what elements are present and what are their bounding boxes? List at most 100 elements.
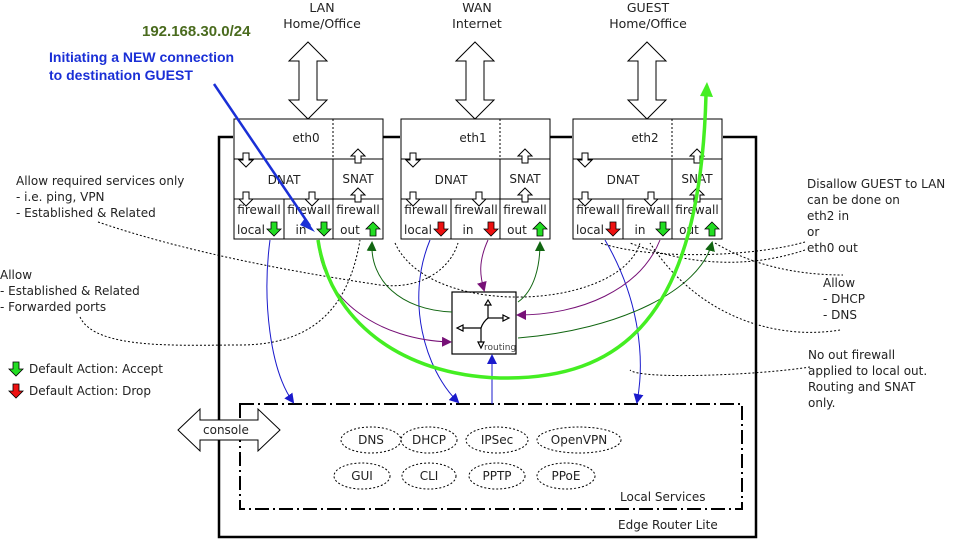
service-ppoe: PPoE: [536, 462, 596, 490]
accept-arrow-icon: [655, 221, 671, 237]
snat-label: SNAT: [509, 172, 541, 186]
annotation-line-1: Initiating a NEW connection: [49, 49, 234, 65]
flow-up-icon: [516, 187, 534, 203]
firewall-out[interactable]: firewall out: [336, 203, 381, 237]
zone-sub: Internet: [452, 16, 502, 31]
drop-arrow-icon: [433, 221, 449, 237]
flow-wan-in: [476, 239, 489, 292]
flow-out-lan: [366, 241, 453, 313]
accept-arrow-icon: [704, 221, 720, 237]
drop-arrow-icon: [483, 221, 499, 237]
note-left-top: Allow required services only - i.e. ping,…: [16, 174, 184, 220]
service-pptp: PPTP: [468, 462, 526, 490]
firewall-label: firewall: [675, 203, 718, 217]
firewall-label: firewall: [576, 203, 619, 217]
note-line: eth2 in: [807, 209, 849, 223]
service-dhcp: DHCP: [400, 426, 458, 454]
bidirectional-arrow-icon: [454, 41, 496, 120]
firewall-in-label: in: [463, 223, 474, 237]
zone-name: GUEST: [627, 0, 670, 15]
firewall-out[interactable]: firewall out: [503, 203, 548, 237]
firewall-local-label: local: [404, 223, 432, 237]
note-line: can be done on: [807, 193, 900, 207]
service-ipsec: IPSec: [465, 426, 529, 454]
flow-lines: [266, 239, 715, 404]
new-connection-arrowhead: [700, 82, 713, 97]
service-cli: CLI: [401, 462, 457, 490]
router-box: Edge Router Lite: [217, 135, 758, 539]
snat-label: SNAT: [681, 172, 713, 186]
zone-name: LAN: [309, 0, 334, 15]
zone-name: WAN: [462, 0, 492, 15]
flow-lan-local: [266, 239, 295, 404]
note-line: No out firewall: [808, 348, 895, 362]
flow-out-wan: [517, 241, 545, 303]
accept-arrow-icon: [365, 221, 381, 237]
service-gui: GUI: [333, 462, 391, 490]
subnet-label: 192.168.30.0/24: [142, 23, 251, 40]
note-line: Allow required services only: [16, 174, 184, 188]
annotation-pointer-head: [300, 218, 315, 232]
flow-down-icon: [404, 152, 422, 168]
routing-box: routing: [451, 291, 517, 355]
note-line: applied to local out.: [808, 364, 927, 378]
annotation-pointer: [212, 83, 312, 227]
firewall-label: firewall: [336, 203, 379, 217]
firewall-label: firewall: [503, 203, 546, 217]
flow-down-icon: [237, 152, 255, 168]
firewall-in-label: in: [635, 223, 646, 237]
service-name: GUI: [351, 469, 373, 483]
dnat-label: DNAT: [435, 173, 468, 187]
note-right-mid: Allow- DHCP- DNS: [823, 276, 865, 322]
annotation-line-2: to destination GUEST: [49, 67, 193, 83]
note-line: eth0 out: [807, 241, 858, 255]
flow-up-icon: [349, 187, 367, 203]
flow-down-icon: [470, 191, 488, 207]
flow-guest-local: [604, 239, 644, 404]
firewall-out-label: out: [340, 223, 360, 237]
flow-lan-in: [317, 239, 452, 347]
legend-drop: Default Action: Drop: [8, 383, 151, 399]
service-name: DHCP: [412, 433, 446, 447]
service-name: IPSec: [481, 433, 513, 447]
firewall-label: firewall: [237, 203, 280, 217]
note-line: - DHCP: [823, 292, 865, 306]
firewall-in[interactable]: firewall in: [454, 203, 499, 237]
new-connection-path: [316, 94, 708, 380]
interface-name: eth0: [292, 131, 319, 145]
flow-down-icon: [303, 191, 321, 207]
note-line: Disallow GUEST to LAN: [807, 177, 945, 191]
dnat-label: DNAT: [268, 173, 301, 187]
routing-label: routing: [484, 343, 516, 353]
note-line: Allow: [0, 268, 32, 282]
console-port: console: [177, 407, 281, 453]
firewall-out-label: out: [507, 223, 527, 237]
dnat-label: DNAT: [607, 173, 640, 187]
drop-arrow-icon: [605, 221, 621, 237]
note-line: - Forwarded ports: [0, 300, 106, 314]
flow-up-icon: [349, 148, 367, 164]
service-name: CLI: [420, 469, 439, 483]
firewall-in-label: in: [296, 223, 307, 237]
note-line: or: [807, 225, 819, 239]
flow-out-guest: [517, 241, 715, 339]
flow-up-icon: [516, 148, 534, 164]
flow-down-icon: [404, 191, 422, 207]
note-line: - i.e. ping, VPN: [16, 190, 105, 204]
note-line: only.: [808, 396, 836, 410]
firewall-label: firewall: [454, 203, 497, 217]
service-name: OpenVPN: [551, 433, 607, 447]
